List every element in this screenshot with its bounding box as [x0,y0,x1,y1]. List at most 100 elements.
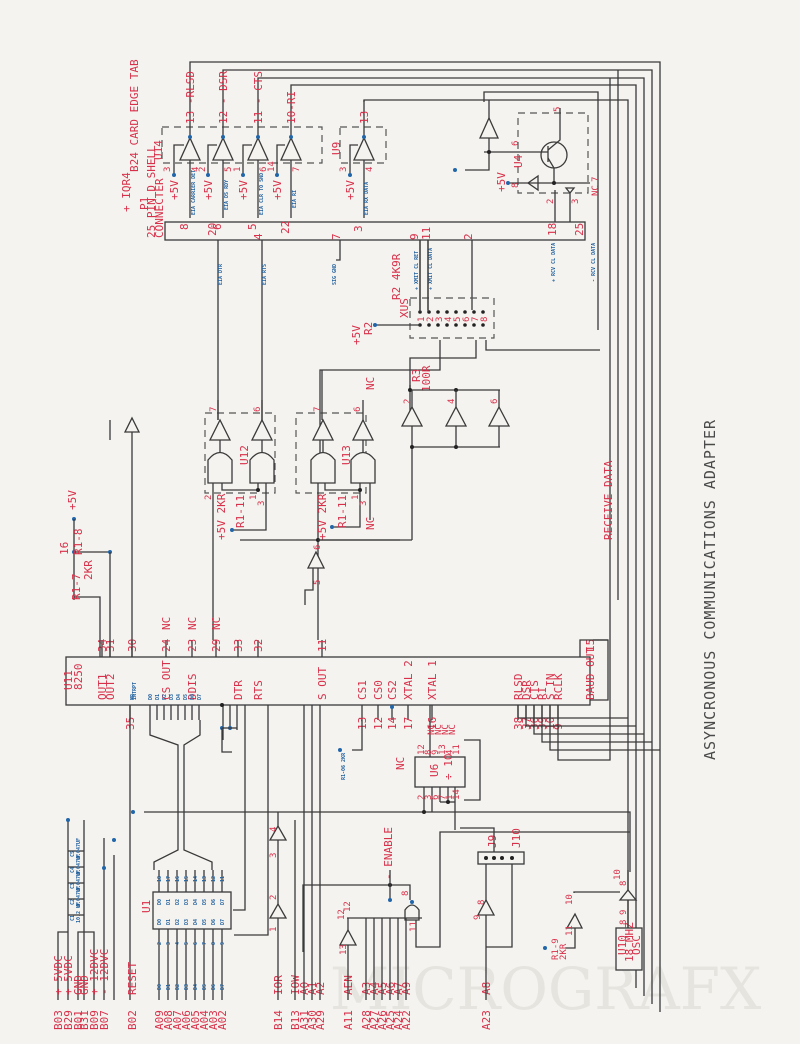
svg-text:J9: J9 [486,835,499,848]
nc-label: NC [186,617,199,630]
svg-text:U6: U6 [428,764,441,777]
u6-pin: 7 [438,795,448,800]
svg-text:+5V: +5V [168,180,181,200]
svg-text:9: 9 [619,910,629,915]
u9-ref: U9 [330,142,343,155]
svg-text:6: 6 [353,407,363,412]
u11-pin-number: 29 [210,639,223,652]
svg-text:6: 6 [253,407,263,412]
u11-pin-number: 32 [252,639,265,652]
svg-text:R1-11: R1-11 [336,495,349,528]
card-edge-signal: - 12DVC [98,949,111,995]
u12-driver: U12 7 6 2 1 3 +5V 2KR R1-11 [204,400,276,640]
svg-text:EIA RX DATA: EIA RX DATA [364,182,370,215]
svg-text:2KR: 2KR [559,943,569,960]
u11-data-pin: D2 [162,694,168,700]
svg-text:+5V: +5V [202,180,215,200]
u11-pin-name: CS2 [386,680,399,700]
card-edge-data-pin: A02 [216,1010,229,1030]
u10-oscillator: U10 18 MHZ OSC 8 10 9 8 10 11 R1-9 2KR [543,869,643,971]
svg-text:+ XMIT CL DATA: + XMIT CL DATA [428,248,434,290]
svg-text:OSC: OSC [630,935,643,955]
u11-pin-name: CS0 [372,680,385,700]
u1-pin-label: D6 [211,899,217,905]
u1-pin: 15 [184,876,190,882]
u1-pin: 16 [175,876,181,882]
card-edge-data-pin: A06 [180,1010,193,1030]
card-edge-pin: B07 [98,1010,111,1030]
card-edge-pin: A25 [384,1010,397,1030]
u1-pin: 2 [157,942,163,945]
card-edge-signal: + 12DVC [88,949,101,995]
capacitor-label: C2 [70,899,76,905]
card-edge-pin: A31 [298,1010,311,1030]
u1-bus-label: D4 [193,984,199,990]
svg-text:5: 5 [224,167,234,172]
capacitor-value: 0.047UF [76,838,82,859]
card-edge-pin: A27 [368,1010,381,1030]
u1-bus-label: D5 [202,984,208,990]
u11-pin-name: XTAL 1 [426,660,439,700]
svg-text:U13: U13 [340,445,353,465]
u14-out-0: 13 -RLSD [184,71,197,124]
p1-connector: P1 25 PIN D SHELL CONNECTER 8 6 5 22 3 2… [138,145,586,241]
svg-text:4: 4 [447,399,457,404]
svg-text:3: 3 [257,501,267,506]
u1-pin: 4 [175,942,181,945]
u1-pin-label: D5 [202,919,208,925]
u11-data-pin: D1 [155,694,161,700]
card-edge-data-pin: A05 [189,1010,202,1030]
svg-text:10: 10 [565,894,575,905]
svg-text:3: 3 [359,501,369,506]
jumper-pin: 6 [462,317,472,322]
nc-label: NC [434,724,444,735]
u6-pin: 6 [431,795,441,800]
svg-text:11: 11 [409,921,419,932]
u6-pin: 9 [431,750,441,755]
jumper-pin: 7 [471,317,481,322]
svg-text:7: 7 [591,177,601,182]
u1-pin-label: D2 [175,899,181,905]
svg-text:P1: P1 [138,197,151,210]
svg-text:J10: J10 [510,828,523,848]
u1-pin-label: D4 [193,919,199,925]
u6-pin: 8 [424,750,434,755]
u1-pin: 8 [211,942,217,945]
u11-data-pin: D6 [190,694,196,700]
svg-text:25 PIN D SHELL: 25 PIN D SHELL [145,145,158,238]
eia-output-lines: EIA DTR EIA RTS SIG GND + XMIT CL RET + … [217,240,597,420]
card-edge-pin: A11 [342,1010,355,1030]
u11-pin-name: S OUT [316,667,329,700]
svg-text:3: 3 [269,853,279,858]
svg-text:R1-7: R1-7 [70,574,83,601]
svg-text:14: 14 [267,161,277,172]
u11-pin-number: 11 [316,639,329,652]
svg-text:6: 6 [211,223,224,230]
u14-out-1: 12 - DSR [217,71,230,124]
card-edge-pin: A30 [306,1010,319,1030]
u1-pin-label: D5 [202,899,208,905]
u1-pin-label: D7 [220,919,226,925]
card-edge-signal: GND [72,975,85,995]
u1-bus-label: D6 [211,984,217,990]
card-edge-pin: B31 [78,1010,91,1030]
u1-pin: 9 [220,942,226,945]
u6-pin: 11 [452,744,462,755]
card-edge-signal: GND [78,975,91,995]
card-edge-pin: B29 [62,1010,75,1030]
svg-text:11: 11 [420,227,433,240]
u11-data-pin: D0 [148,694,154,700]
svg-text:7: 7 [292,167,302,172]
svg-text:2: 2 [546,199,556,204]
nc-label: NC [160,617,173,630]
svg-text:R2: R2 [362,322,375,335]
card-edge-pin: A24 [392,1010,405,1030]
card-edge-data-pin: A09 [153,1010,166,1030]
svg-text:U4: U4 [512,154,525,168]
u11-pin-number: 23 [186,639,199,652]
u14-ref: U14 [152,140,165,160]
u14-out-3: 10-RI [285,91,298,124]
u11-pin-name: S IN [544,674,557,701]
svg-text:10: 10 [613,869,623,880]
